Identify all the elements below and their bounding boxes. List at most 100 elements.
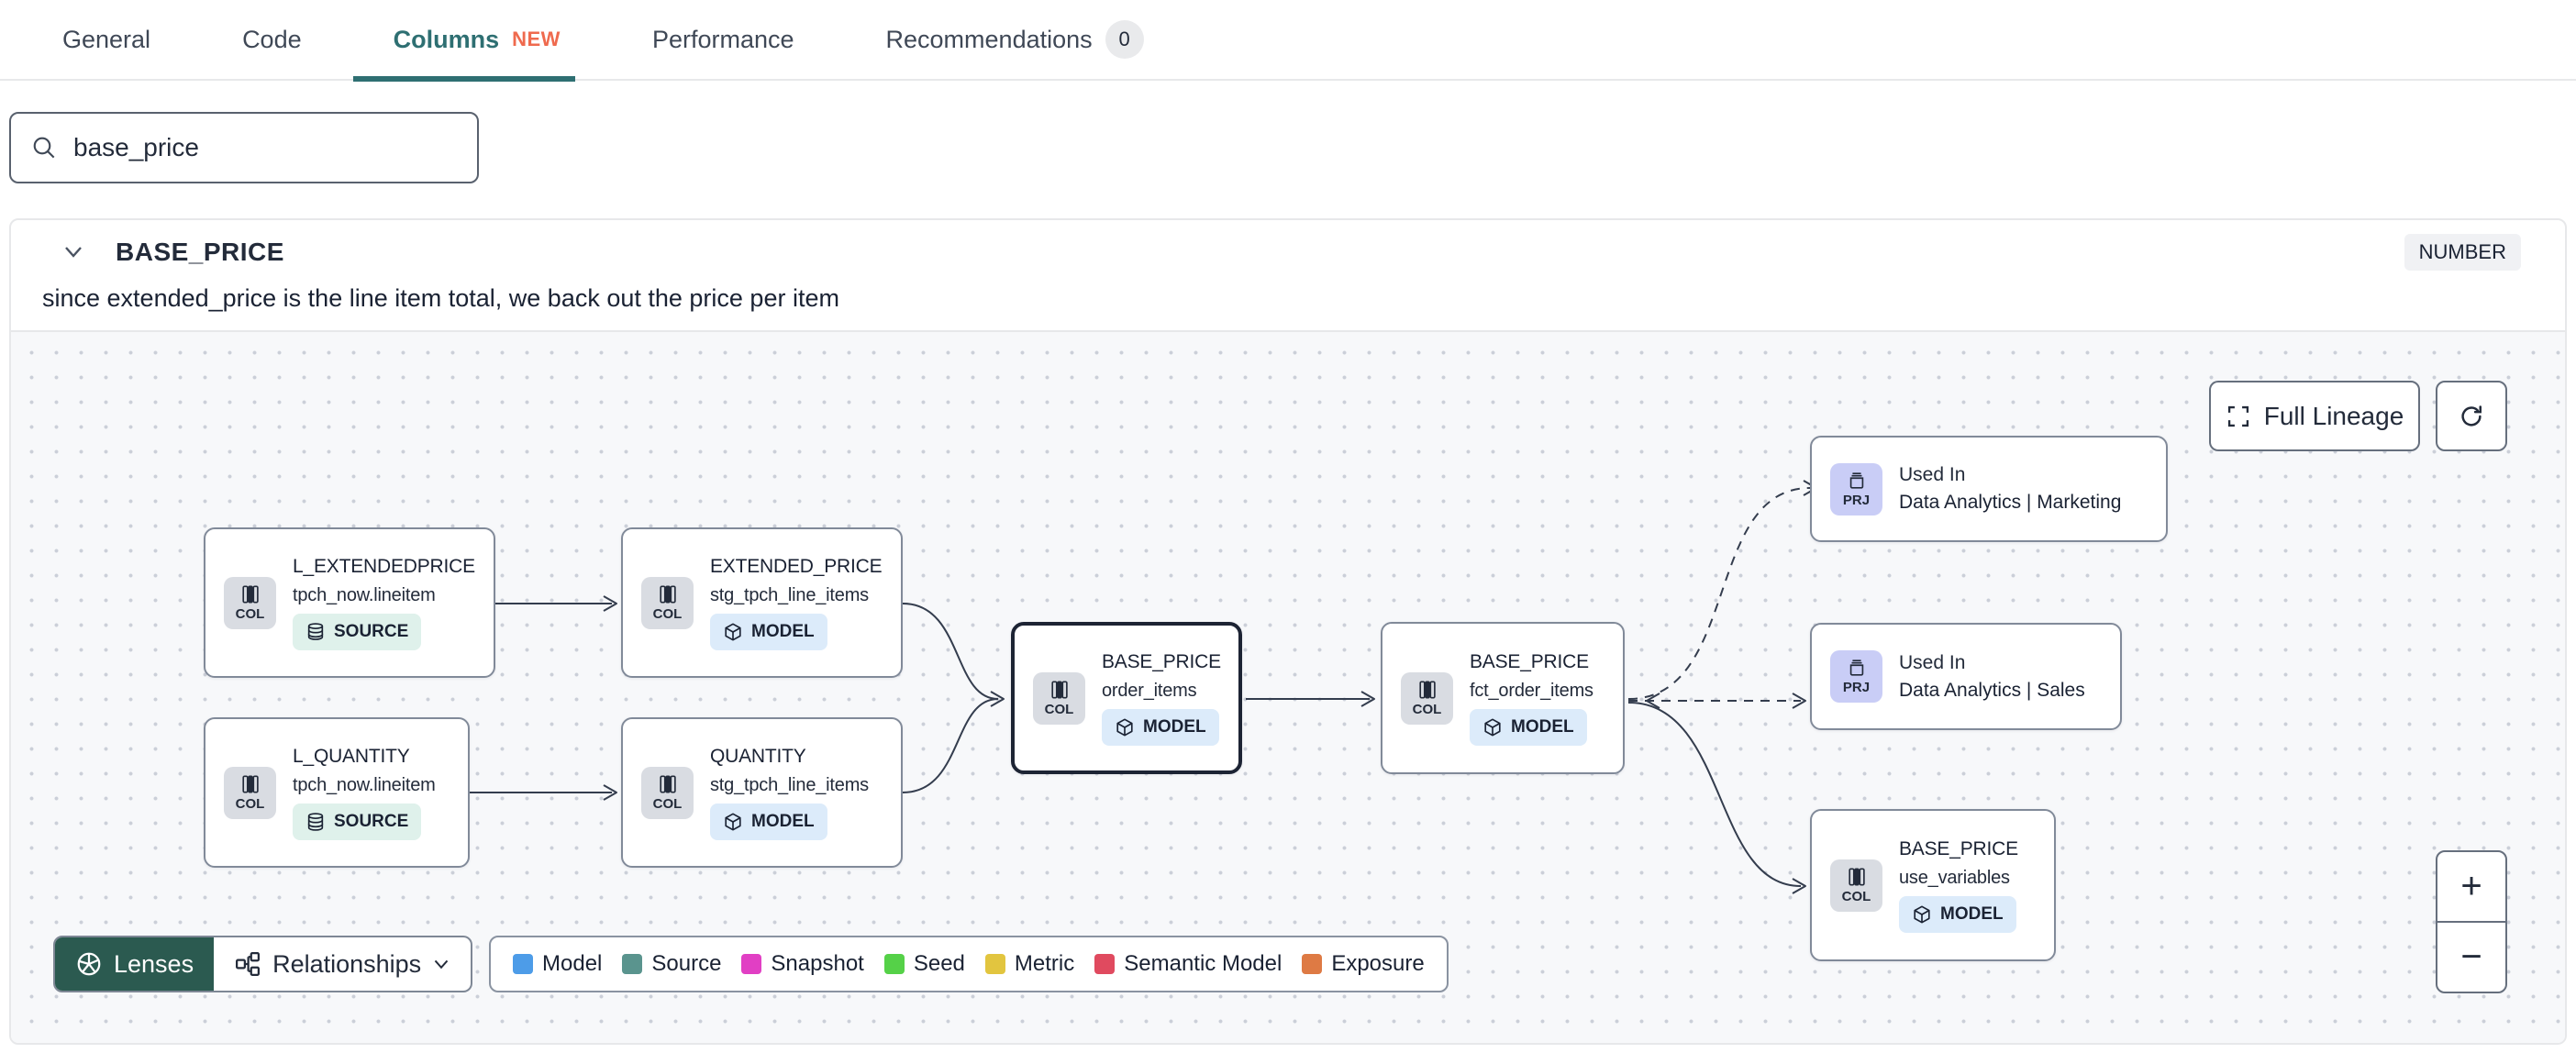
legend-item-snapshot: Snapshot <box>741 951 864 977</box>
tab-performance[interactable]: Performance <box>652 0 794 80</box>
lineage-canvas[interactable]: COL L_EXTENDEDPRICE tpch_now.lineitem SO… <box>11 330 2565 1043</box>
tab-columns[interactable]: Columns NEW <box>352 0 575 82</box>
new-badge: NEW <box>512 28 561 50</box>
columns-icon <box>241 584 259 604</box>
minus-icon: − <box>2460 937 2482 977</box>
column-search[interactable] <box>9 112 479 183</box>
node-title: BASE_PRICE <box>1102 650 1221 672</box>
aperture-icon <box>77 952 101 976</box>
legend-label: Source <box>651 951 722 976</box>
lineage-node-base-price-order-items[interactable]: COL BASE_PRICE order_items MODEL <box>1011 622 1242 774</box>
lineage-node-l-extendedprice[interactable]: COL L_EXTENDEDPRICE tpch_now.lineitem SO… <box>204 527 495 678</box>
lineage-node-base-price-fct-order-items[interactable]: COL BASE_PRICE fct_order_items MODEL <box>1381 622 1625 774</box>
legend-item-seed: Seed <box>883 951 965 977</box>
legend-swatch <box>883 954 905 974</box>
source-badge: SOURCE <box>293 803 422 840</box>
column-details-panel: BASE_PRICE NUMBER since extended_price i… <box>9 218 2567 1045</box>
cube-icon <box>725 622 741 641</box>
legend-swatch <box>513 954 533 974</box>
legend-item-model: Model <box>513 951 602 977</box>
columns-icon <box>241 774 259 793</box>
legend-item-exposure: Exposure <box>1302 951 1425 977</box>
model-badge: MODEL <box>710 613 827 650</box>
column-chip: COL <box>641 576 694 629</box>
legend-swatch <box>1094 954 1116 974</box>
column-chip: COL <box>224 766 276 819</box>
column-chip: COL <box>641 766 694 819</box>
legend-label: Seed <box>913 951 965 976</box>
search-input[interactable] <box>73 133 459 162</box>
legend-swatch <box>984 954 1005 974</box>
database-icon <box>307 812 324 831</box>
tab-performance-label: Performance <box>651 25 794 53</box>
zoom-out-button[interactable]: − <box>2437 923 2505 992</box>
chevron-down-icon[interactable] <box>62 245 84 260</box>
node-title: QUANTITY <box>710 745 806 767</box>
source-badge: SOURCE <box>293 613 422 650</box>
tab-general-label: General <box>62 25 151 53</box>
model-badge: MODEL <box>710 803 827 840</box>
columns-icon <box>659 774 676 793</box>
cube-icon <box>1484 717 1501 737</box>
used-in-label: Used In <box>1899 464 1966 485</box>
refresh-button[interactable] <box>2436 381 2507 451</box>
lineage-node-quantity[interactable]: COL QUANTITY stg_tpch_line_items MODEL <box>621 717 903 868</box>
zoom-controls: + − <box>2436 850 2507 993</box>
active-tab-underline <box>352 76 575 82</box>
chip-label: COL <box>652 795 683 812</box>
columns-icon <box>1418 680 1436 699</box>
model-badge: MODEL <box>1470 708 1587 746</box>
lineage-node-l-quantity[interactable]: COL L_QUANTITY tpch_now.lineitem SOURCE <box>204 717 470 868</box>
lenses-button[interactable]: Lenses <box>55 937 215 991</box>
model-badge: MODEL <box>1102 708 1219 746</box>
tab-recommendations[interactable]: Recommendations 0 <box>886 0 1144 80</box>
badge-label: SOURCE <box>334 811 409 831</box>
lineage-node-extended-price[interactable]: COL EXTENDED_PRICE stg_tpch_line_items M… <box>621 527 903 678</box>
badge-label: MODEL <box>1143 716 1206 737</box>
legend-item-source: Source <box>622 951 721 977</box>
tab-general[interactable]: General <box>62 0 150 80</box>
legend-item-metric: Metric <box>984 951 1074 977</box>
node-subtitle: order_items <box>1102 680 1197 701</box>
search-icon <box>33 137 55 159</box>
column-chip: COL <box>1401 671 1453 725</box>
column-chip: COL <box>1830 859 1882 912</box>
lineage-node-used-in-marketing[interactable]: PRJ Used In Data Analytics | Marketing <box>1810 436 2168 542</box>
zoom-in-button[interactable]: + <box>2437 852 2505 923</box>
chevron-down-icon <box>434 959 449 969</box>
badge-label: MODEL <box>1511 716 1574 737</box>
tab-code[interactable]: Code <box>242 0 302 80</box>
badge-label: MODEL <box>751 621 815 641</box>
badge-label: SOURCE <box>334 621 409 641</box>
chip-label: COL <box>235 605 265 622</box>
column-chip: COL <box>224 576 276 629</box>
node-subtitle: fct_order_items <box>1470 680 1593 701</box>
node-title: Data Analytics | Marketing <box>1899 492 2122 513</box>
legend-label: Semantic Model <box>1124 951 1282 976</box>
column-header-row[interactable]: BASE_PRICE NUMBER <box>11 220 2565 284</box>
chip-label: COL <box>1044 701 1074 717</box>
columns-icon <box>1050 680 1068 699</box>
chip-label: COL <box>1841 888 1871 904</box>
full-lineage-button[interactable]: Full Lineage <box>2209 381 2420 451</box>
expand-icon <box>2227 405 2248 427</box>
lineage-node-base-price-use-variables[interactable]: COL BASE_PRICE use_variables MODEL <box>1810 809 2056 961</box>
cube-icon <box>725 812 741 831</box>
lineage-node-used-in-sales[interactable]: PRJ Used In Data Analytics | Sales <box>1810 623 2122 730</box>
node-subtitle: use_variables <box>1899 867 2010 888</box>
column-type-badge: NUMBER <box>2404 234 2521 271</box>
legend-label: Exposure <box>1331 951 1425 976</box>
legend-swatch <box>741 954 762 974</box>
columns-icon <box>659 584 676 604</box>
archive-icon <box>1849 660 1863 676</box>
relationships-label: Relationships <box>272 949 422 978</box>
model-badge: MODEL <box>1899 895 2016 933</box>
tab-columns-label: Columns <box>393 25 500 53</box>
tab-bar: General Code Columns NEW Performance Rec… <box>0 0 2576 82</box>
relationships-dropdown[interactable]: Relationships <box>214 937 471 991</box>
relationships-icon <box>236 952 261 976</box>
plus-icon: + <box>2460 866 2482 906</box>
node-title: BASE_PRICE <box>1899 837 2018 859</box>
refresh-icon <box>2461 405 2482 427</box>
